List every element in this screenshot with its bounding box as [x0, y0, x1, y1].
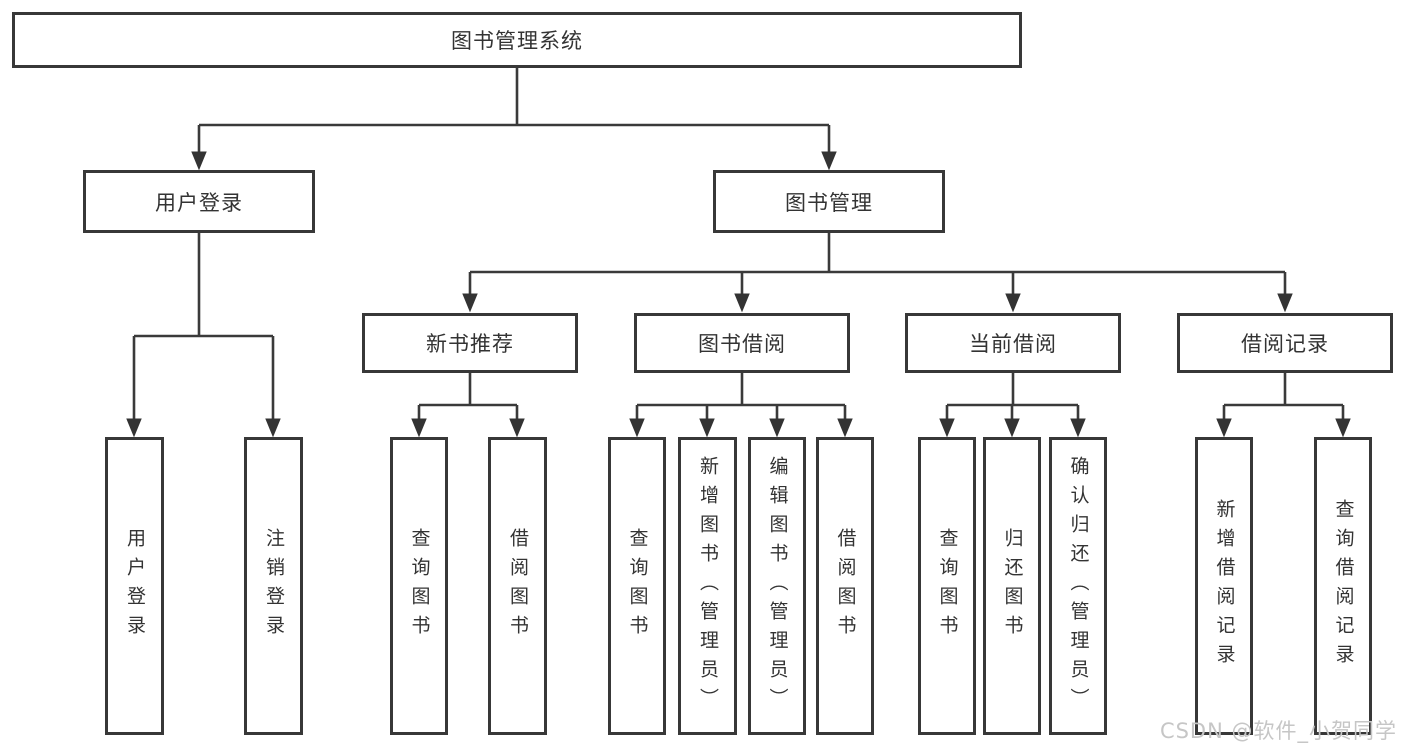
leaf-user-login-label: 用户登录 — [124, 528, 146, 644]
leaf-borrow-books-label: 借阅图书 — [834, 528, 857, 644]
edge-borrow-records-to-leaves — [1216, 373, 1351, 438]
leaf-logout: 注销登录 — [244, 437, 303, 735]
leaf-borrow-books: 借阅图书 — [816, 437, 874, 735]
node-book-management-label: 图书管理 — [785, 190, 873, 215]
leaf-query-books-current: 查询图书 — [918, 437, 976, 735]
node-borrow-records: 借阅记录 — [1177, 313, 1393, 373]
leaf-edit-book-admin: 编辑图书（管理员） — [748, 437, 806, 735]
node-borrow-records-label: 借阅记录 — [1241, 332, 1329, 356]
leaf-user-login: 用户登录 — [105, 437, 164, 735]
leaf-borrow-books-recommend: 借阅图书 — [488, 437, 547, 735]
node-new-book-recommend: 新书推荐 — [362, 313, 578, 373]
leaf-query-books-current-label: 查询图书 — [936, 528, 959, 644]
edge-current-borrow-to-leaves — [939, 373, 1086, 438]
leaf-confirm-return-admin: 确认归还（管理员） — [1049, 437, 1107, 735]
leaf-query-books-recommend: 查询图书 — [390, 437, 448, 735]
leaf-add-book-admin: 新增图书（管理员） — [678, 437, 737, 735]
edge-book-management-to-level3 — [462, 233, 1293, 313]
edge-book-borrow-to-leaves — [629, 373, 853, 438]
node-root-label: 图书管理系统 — [451, 29, 583, 53]
leaf-edit-book-admin-label: 编辑图书（管理员） — [766, 455, 789, 717]
node-book-borrow: 图书借阅 — [634, 313, 850, 373]
node-book-management: 图书管理 — [713, 170, 945, 233]
leaf-add-borrow-record: 新增借阅记录 — [1195, 437, 1253, 735]
edge-user-login-to-leaves — [126, 233, 281, 438]
leaf-return-book-label: 归还图书 — [1001, 528, 1024, 644]
leaf-query-borrow-record-label: 查询借阅记录 — [1332, 499, 1355, 673]
leaf-return-book: 归还图书 — [983, 437, 1041, 735]
leaf-confirm-return-admin-label: 确认归还（管理员） — [1067, 455, 1090, 717]
leaf-query-books-borrow: 查询图书 — [608, 437, 666, 735]
leaf-logout-label: 注销登录 — [263, 528, 285, 644]
node-user-login: 用户登录 — [83, 170, 315, 233]
watermark-text: CSDN @软件_小贺同学 — [1159, 719, 1397, 743]
leaf-add-book-admin-label: 新增图书（管理员） — [697, 455, 719, 717]
leaf-query-books-recommend-label: 查询图书 — [408, 528, 431, 644]
node-current-borrow-label: 当前借阅 — [969, 332, 1057, 356]
node-book-borrow-label: 图书借阅 — [698, 332, 786, 356]
edge-new-books-to-leaves — [411, 373, 525, 438]
node-user-login-label: 用户登录 — [155, 190, 243, 215]
leaf-query-books-borrow-label: 查询图书 — [626, 528, 649, 644]
node-current-borrow: 当前借阅 — [905, 313, 1121, 373]
leaf-borrow-books-recommend-label: 借阅图书 — [507, 528, 529, 644]
edge-root-to-level2 — [191, 68, 837, 171]
node-new-book-recommend-label: 新书推荐 — [426, 332, 514, 356]
node-root-system: 图书管理系统 — [12, 12, 1022, 68]
leaf-add-borrow-record-label: 新增借阅记录 — [1213, 499, 1236, 673]
leaf-query-borrow-record: 查询借阅记录 — [1314, 437, 1372, 735]
